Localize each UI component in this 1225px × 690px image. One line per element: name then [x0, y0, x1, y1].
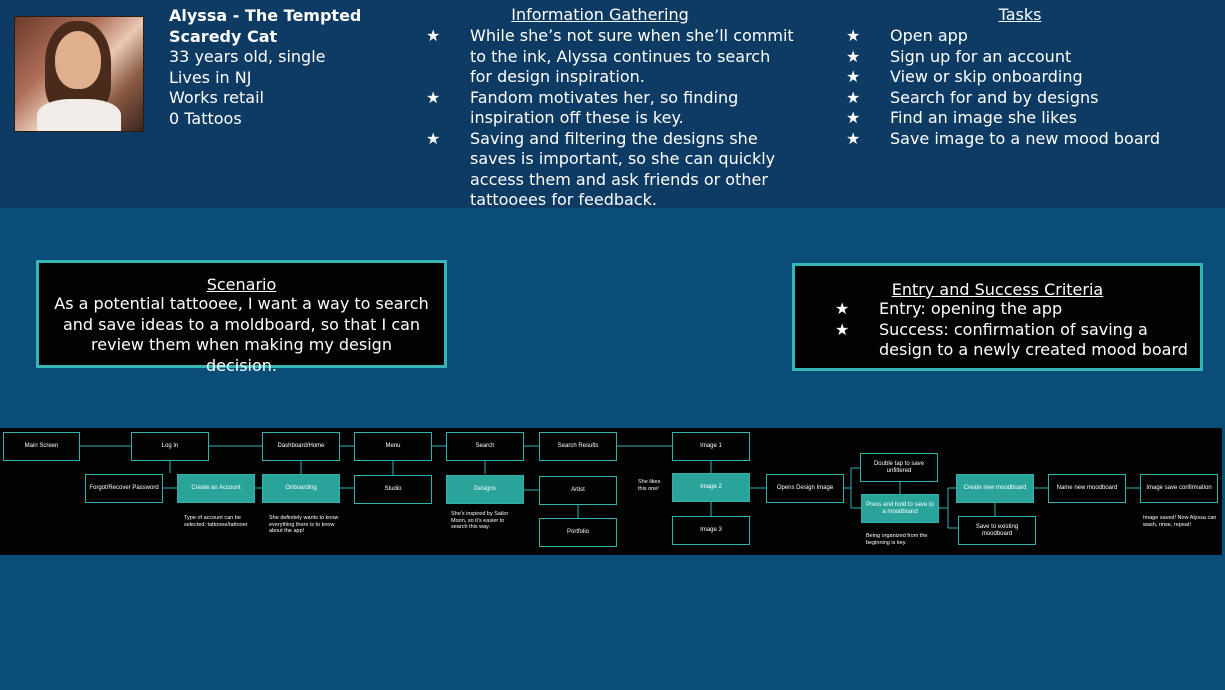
- node-opens-design-image: Opens Design Image: [766, 474, 844, 503]
- node-create-account: Create an Account: [177, 474, 255, 503]
- star-icon: ★: [835, 319, 850, 339]
- task-item: ★Find an image she likes: [846, 108, 1077, 127]
- scenario-text: As a potential tattooee, I want a way to…: [54, 294, 429, 375]
- scenario-title: Scenario: [206, 275, 277, 294]
- flow-connectors: [80, 445, 1140, 529]
- node-studio: Studio: [354, 475, 432, 504]
- persona-age: 33 years old, single: [169, 47, 326, 66]
- criteria-panel: Entry and Success Criteria ★Entry: openi…: [792, 263, 1203, 371]
- persona-tattoos: 0 Tattoos: [169, 108, 242, 128]
- task-item: ★Sign up for an account: [846, 46, 1072, 66]
- node-search-results: Search Results: [539, 432, 617, 461]
- node-artist: Artist: [539, 476, 617, 505]
- task-item: ★Open app: [846, 26, 968, 45]
- node-image-2: Image 2: [672, 473, 750, 502]
- node-onboarding: Onboarding: [262, 474, 340, 503]
- persona-location: Lives in NJ: [169, 67, 252, 87]
- node-portfolio: Portfolio: [539, 518, 617, 547]
- node-image-1: Image 1: [672, 432, 750, 461]
- note-account-type: Type of account can be selected: tattooe…: [184, 515, 248, 528]
- tasks-title: Tasks: [998, 5, 1042, 24]
- star-icon: ★: [846, 108, 861, 127]
- star-icon: ★: [846, 87, 861, 107]
- persona-photo: [14, 16, 144, 132]
- criteria-list: ★Entry: opening the app ★Success: confir…: [835, 299, 1195, 361]
- node-double-tap: Double tap to save unfiltered: [860, 453, 938, 482]
- note-organized: Being organized from the beginning is ke…: [866, 533, 928, 546]
- node-search: Search: [446, 432, 524, 461]
- star-icon: ★: [846, 26, 861, 45]
- info-item: ★While she’s not sure when she’ll commit…: [426, 26, 794, 86]
- star-icon: ★: [426, 87, 441, 107]
- info-item: ★Saving and filtering the designs she sa…: [426, 128, 776, 210]
- node-press-hold: Press and hold to save to a moodboard: [861, 494, 939, 523]
- task-item: ★View or skip onboarding: [846, 67, 1083, 86]
- note-onboarding: She definitely wants to know everything …: [269, 515, 339, 534]
- node-name-moodboard: Name new moodboard: [1048, 474, 1126, 503]
- node-log-in: Log In: [131, 432, 209, 461]
- persona-details: Alyssa - The Tempted Scaredy Cat 33 year…: [169, 6, 409, 129]
- star-icon: ★: [846, 67, 861, 86]
- star-icon: ★: [426, 128, 441, 148]
- note-sailor-moon: She's inspired by Sailor Moon, so it's e…: [451, 511, 509, 530]
- scenario-panel: Scenario As a potential tattooee, I want…: [36, 260, 447, 375]
- node-forgot-password: Forgot/Recover Password: [85, 474, 163, 503]
- criteria-item: ★Success: confirmation of saving a desig…: [835, 319, 1188, 360]
- task-item: ★Save image to a new mood board: [846, 128, 1161, 148]
- note-she-likes: She likes this one!: [638, 479, 661, 492]
- info-gathering-list: ★While she’s not sure when she’ll commit…: [426, 26, 796, 211]
- info-item: ★Fandom motivates her, so finding inspir…: [426, 87, 739, 128]
- node-designs: Designs: [446, 475, 524, 504]
- note-image-saved: Image saved! Now Alyssa can wash, rinse,…: [1143, 515, 1217, 528]
- node-dashboard: Dashboard/Home: [262, 432, 340, 461]
- node-save-existing: Save to existing moodboard: [958, 516, 1036, 545]
- criteria-item: ★Entry: opening the app: [835, 299, 1063, 318]
- node-main-screen: Main Screen: [3, 432, 80, 461]
- tasks-list: ★Open app ★Sign up for an account ★View …: [846, 26, 1206, 149]
- persona-job: Works retail: [169, 88, 264, 107]
- header-band: [0, 0, 1225, 208]
- node-create-moodboard: Create new moodboard: [956, 474, 1034, 503]
- task-item: ★Search for and by designs: [846, 87, 1099, 107]
- node-menu: Menu: [354, 432, 432, 461]
- persona-name-2: Scaredy Cat: [169, 26, 278, 46]
- star-icon: ★: [846, 46, 861, 66]
- persona-name: Alyssa - The Tempted: [169, 6, 362, 25]
- info-gathering-title: Information Gathering: [511, 5, 689, 24]
- node-image-save-confirmation: Image save confirmation: [1140, 474, 1218, 503]
- star-icon: ★: [426, 26, 441, 45]
- star-icon: ★: [835, 299, 850, 318]
- user-flow-diagram: Main Screen Log In Forgot/Recover Passwo…: [0, 428, 1222, 555]
- star-icon: ★: [846, 128, 861, 148]
- criteria-title: Entry and Success Criteria: [891, 280, 1104, 299]
- node-image-3: Image 3: [672, 516, 750, 545]
